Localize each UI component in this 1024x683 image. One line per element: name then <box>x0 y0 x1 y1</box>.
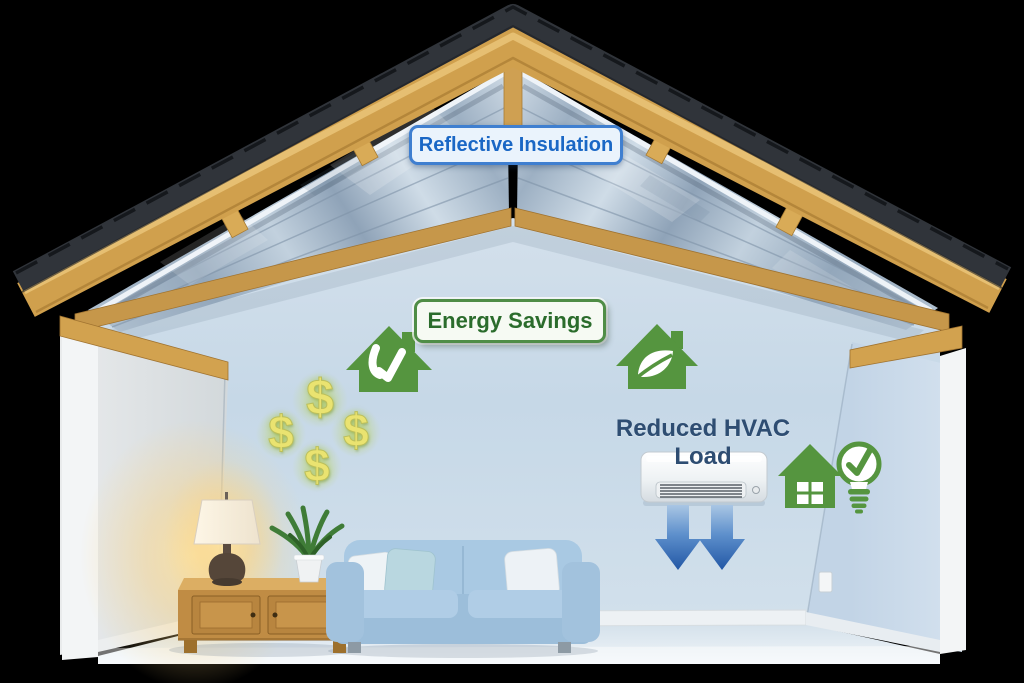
reduced-hvac-load-label: Reduced HVAC Load <box>615 415 791 470</box>
lightbulb-check-icon <box>836 441 882 514</box>
cabinet-knob <box>272 612 278 618</box>
potted-plant <box>269 505 345 583</box>
dollar-glow <box>256 372 381 492</box>
cabinet-knob <box>250 612 256 618</box>
sofa-pillow <box>347 548 560 601</box>
airflow-arrow-down <box>655 505 701 570</box>
ac-vent-slats <box>660 484 742 498</box>
sofa-shadow <box>328 644 598 658</box>
table-lamp <box>193 492 261 586</box>
airflow-arrow-down <box>699 505 745 570</box>
eco-house-leaf-icon <box>616 324 698 389</box>
right-wall-cut-edge <box>940 348 966 654</box>
sofa <box>326 540 600 653</box>
dollar-sign: $ <box>304 438 331 491</box>
roof-shingles <box>12 4 1012 293</box>
dollar-sign: $ <box>306 369 335 426</box>
floor-front-glow <box>98 646 940 664</box>
eco-house-check-icon <box>346 326 432 392</box>
power-outlet <box>818 571 833 593</box>
dollar-sign: $ <box>268 405 295 458</box>
cabinet-shadow <box>169 643 359 657</box>
ac-unit <box>640 451 768 506</box>
baseboard-right <box>806 612 940 652</box>
energy-savings-label: Energy Savings <box>414 299 606 343</box>
dollar-sign: $ <box>343 403 370 456</box>
roof-fascia <box>17 27 1007 317</box>
reflective-insulation-label: Reflective Insulation <box>409 125 623 165</box>
ac-indicator <box>752 486 760 494</box>
house-window-icon <box>778 444 842 508</box>
roof-beams <box>59 207 963 381</box>
